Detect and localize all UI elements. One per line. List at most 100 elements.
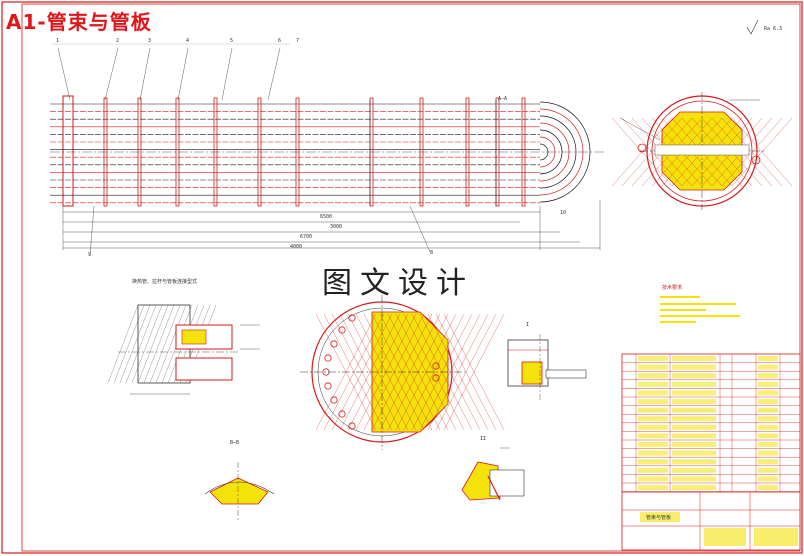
parts-cell-fill xyxy=(672,476,716,482)
dimension-d1: 6500 xyxy=(320,214,333,220)
part-number-label: 2 xyxy=(116,38,120,44)
parts-cell-fill xyxy=(638,485,668,490)
tube-hole xyxy=(432,374,440,382)
parts-cell-fill xyxy=(638,399,668,404)
tube-hole xyxy=(348,422,356,430)
hatch-line xyxy=(155,304,187,384)
parts-cell-fill xyxy=(672,485,716,490)
roughness-symbol xyxy=(746,19,759,35)
tech-notes-title: 技术要求 xyxy=(662,285,683,291)
title-block-label: 管束与管板 xyxy=(646,515,672,521)
parts-cell-fill xyxy=(672,399,716,404)
parts-cell-fill xyxy=(638,467,668,473)
hatch-line xyxy=(119,304,151,384)
roughness-note: Ra 6.3 xyxy=(764,26,783,32)
parts-cell-fill xyxy=(638,459,668,465)
detail-c-label: I xyxy=(526,322,530,328)
inner-frame xyxy=(21,3,801,552)
parts-cell-fill xyxy=(638,476,668,482)
hatch-line xyxy=(435,313,497,431)
detail-a-label: A—A xyxy=(498,96,508,102)
hatch-line xyxy=(731,117,793,187)
parts-cell-fill xyxy=(758,450,778,456)
parts-cell-fill xyxy=(672,450,716,456)
parts-cell-fill xyxy=(758,390,778,396)
part-number-label: 1 xyxy=(56,38,60,44)
parts-cell-fill xyxy=(672,407,716,413)
tube-hole xyxy=(432,362,440,370)
tech-notes-block xyxy=(660,296,740,323)
parts-cell-fill xyxy=(672,390,716,396)
part-number-label: 4 xyxy=(186,38,190,44)
parts-list xyxy=(621,353,801,493)
hatch-line xyxy=(149,304,181,384)
parts-cell-fill xyxy=(758,433,778,439)
parts-cell-fill xyxy=(672,459,716,465)
parts-cell-fill xyxy=(758,442,778,447)
hatch-line xyxy=(125,304,157,384)
tube-rows xyxy=(50,103,540,204)
dimension-d2: 6700 xyxy=(300,234,313,240)
tube-bundle-elevation xyxy=(50,43,605,257)
parts-cell-fill xyxy=(638,416,668,422)
dimension-lines xyxy=(62,200,601,257)
watermark-overlay: 图文设计 xyxy=(322,266,474,301)
hatch-line xyxy=(107,304,139,384)
leader-lines xyxy=(52,43,290,101)
end-view xyxy=(611,92,793,210)
parts-cell-fill xyxy=(672,381,716,387)
parts-cell-fill xyxy=(672,424,716,430)
parts-cell-fill xyxy=(758,459,778,465)
part-number-label: 5 xyxy=(230,38,234,44)
hatch-line xyxy=(131,304,163,384)
parts-cell-fill xyxy=(638,356,668,361)
parts-cell-fill xyxy=(758,373,778,379)
hatch-line xyxy=(113,304,145,384)
parts-cell-fill xyxy=(758,467,778,473)
part-number-label: 10 xyxy=(560,210,567,216)
tube-hole xyxy=(348,314,356,322)
parts-cell-fill xyxy=(638,424,668,430)
parts-cell-fill xyxy=(638,442,668,447)
parts-cell-fill xyxy=(638,450,668,456)
detail-ii xyxy=(461,447,525,501)
detail-i xyxy=(507,334,587,400)
tube-hole xyxy=(324,354,332,362)
parts-cell-fill xyxy=(638,407,668,413)
parts-cell-fill xyxy=(672,373,716,379)
parts-cell-fill xyxy=(672,433,716,439)
parts-cell-fill xyxy=(758,407,778,413)
parts-cell-fill xyxy=(758,424,778,430)
part-number-label: 9 xyxy=(88,252,92,258)
parts-cell-fill xyxy=(638,381,668,387)
part-number-label: 7 xyxy=(296,38,300,44)
title-block xyxy=(621,491,801,551)
parts-cell-fill xyxy=(672,416,716,422)
parts-cell-fill xyxy=(672,442,716,447)
hatch-line xyxy=(143,304,175,384)
parts-cell-fill xyxy=(758,485,778,490)
parts-cell-fill xyxy=(758,356,778,361)
part-number-label: 8 xyxy=(430,250,434,256)
dimension-d4: 3000 xyxy=(330,224,343,230)
joint-detail xyxy=(107,304,260,395)
hatch-line xyxy=(721,117,783,187)
detail-b-label: B—B xyxy=(230,440,240,446)
parts-cell-fill xyxy=(638,433,668,439)
dimension-d3: 4000 xyxy=(290,244,303,250)
detail-d-label: II xyxy=(480,436,487,442)
parts-cell-fill xyxy=(638,364,668,370)
parts-cell-fill xyxy=(672,467,716,473)
tubesheet xyxy=(62,95,74,207)
parts-cell-fill xyxy=(672,364,716,370)
tube-hole xyxy=(338,326,346,334)
hatch-line xyxy=(137,304,169,384)
parts-cell-fill xyxy=(672,356,716,361)
parts-cell-fill xyxy=(758,381,778,387)
parts-cell-fill xyxy=(758,416,778,422)
parts-cell-fill xyxy=(758,399,778,404)
part-number-label: 3 xyxy=(148,38,152,44)
parts-cell-fill xyxy=(638,373,668,379)
